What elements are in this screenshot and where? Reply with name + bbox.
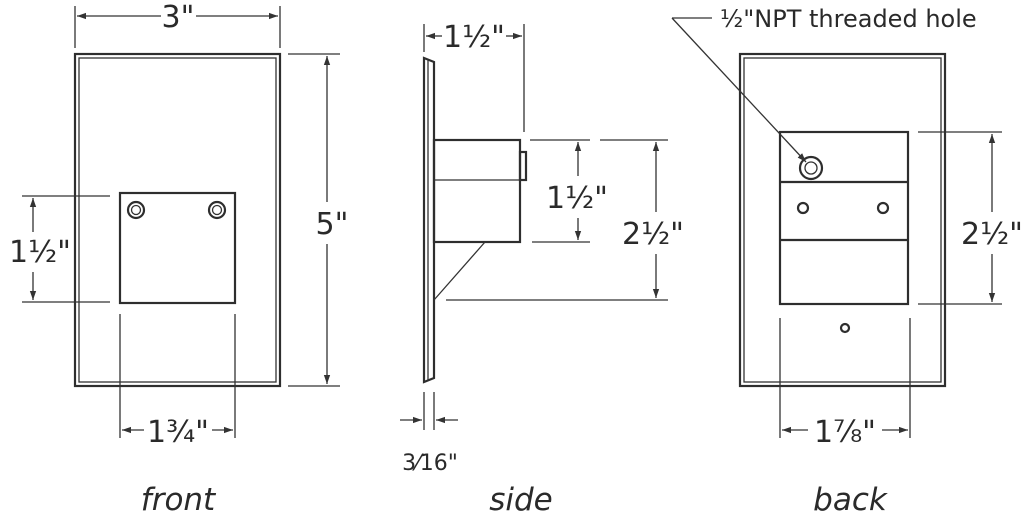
- front-width-dimension: 3": [74, 0, 281, 48]
- front-width-label: 3": [162, 0, 195, 35]
- back-threaded-hole: [798, 155, 824, 181]
- front-height-label: 5": [316, 207, 349, 242]
- side-plate: [422, 56, 436, 384]
- front-plate-inner-edge: [78, 57, 277, 383]
- back-height-dimension: 2½": [918, 131, 1023, 305]
- back-height-label: 2½": [961, 217, 1023, 252]
- front-screw-right: [207, 200, 227, 220]
- back-hole-callout: ½"NPT threaded hole: [671, 5, 977, 163]
- front-plate: [73, 52, 282, 388]
- front-view-label: front: [141, 482, 217, 518]
- side-depth-label: 1½": [443, 20, 505, 55]
- back-width-dimension: 1⅞": [779, 318, 911, 450]
- side-outer-height-dimension: 2½": [446, 139, 684, 301]
- side-depth-dimension: 1½": [423, 20, 525, 132]
- side-inner-height-dimension: 1½": [530, 139, 608, 243]
- back-screw-right: [876, 201, 890, 215]
- back-screw-left: [796, 201, 810, 215]
- side-box: [432, 138, 522, 244]
- front-mounting-box: [118, 191, 237, 305]
- front-box-height-label: 1½": [9, 235, 71, 270]
- back-plate: [738, 52, 947, 388]
- side-bracket: [433, 241, 486, 301]
- side-inner-height-label: 1½": [546, 181, 608, 216]
- side-view: 1½" 1½" 2½" 3⁄16" side: [400, 20, 684, 518]
- side-thickness-dimension: 3⁄16": [400, 392, 458, 476]
- front-box-height-dimension: 1½": [9, 195, 110, 303]
- side-fitting: [518, 150, 528, 182]
- back-plate-inner-edge: [743, 57, 942, 383]
- back-box: [778, 130, 910, 306]
- side-view-label: side: [489, 482, 553, 518]
- front-box-width-dimension: 1¾": [119, 314, 236, 450]
- front-box-width-label: 1¾": [147, 415, 209, 450]
- back-width-label: 1⅞": [814, 415, 876, 450]
- front-view: 3" 5" 1½" 1¾" front: [9, 0, 348, 518]
- front-screw-left: [126, 200, 146, 220]
- back-hole-label: ½"NPT threaded hole: [720, 5, 977, 33]
- back-view-label: back: [813, 482, 888, 518]
- side-thickness-label: 3⁄16": [402, 451, 458, 476]
- side-outer-height-label: 2½": [622, 217, 684, 252]
- front-height-dimension: 5": [288, 53, 349, 387]
- back-drain-hole: [839, 322, 851, 334]
- back-view: ½"NPT threaded hole 2½" 1⅞" back: [671, 5, 1023, 518]
